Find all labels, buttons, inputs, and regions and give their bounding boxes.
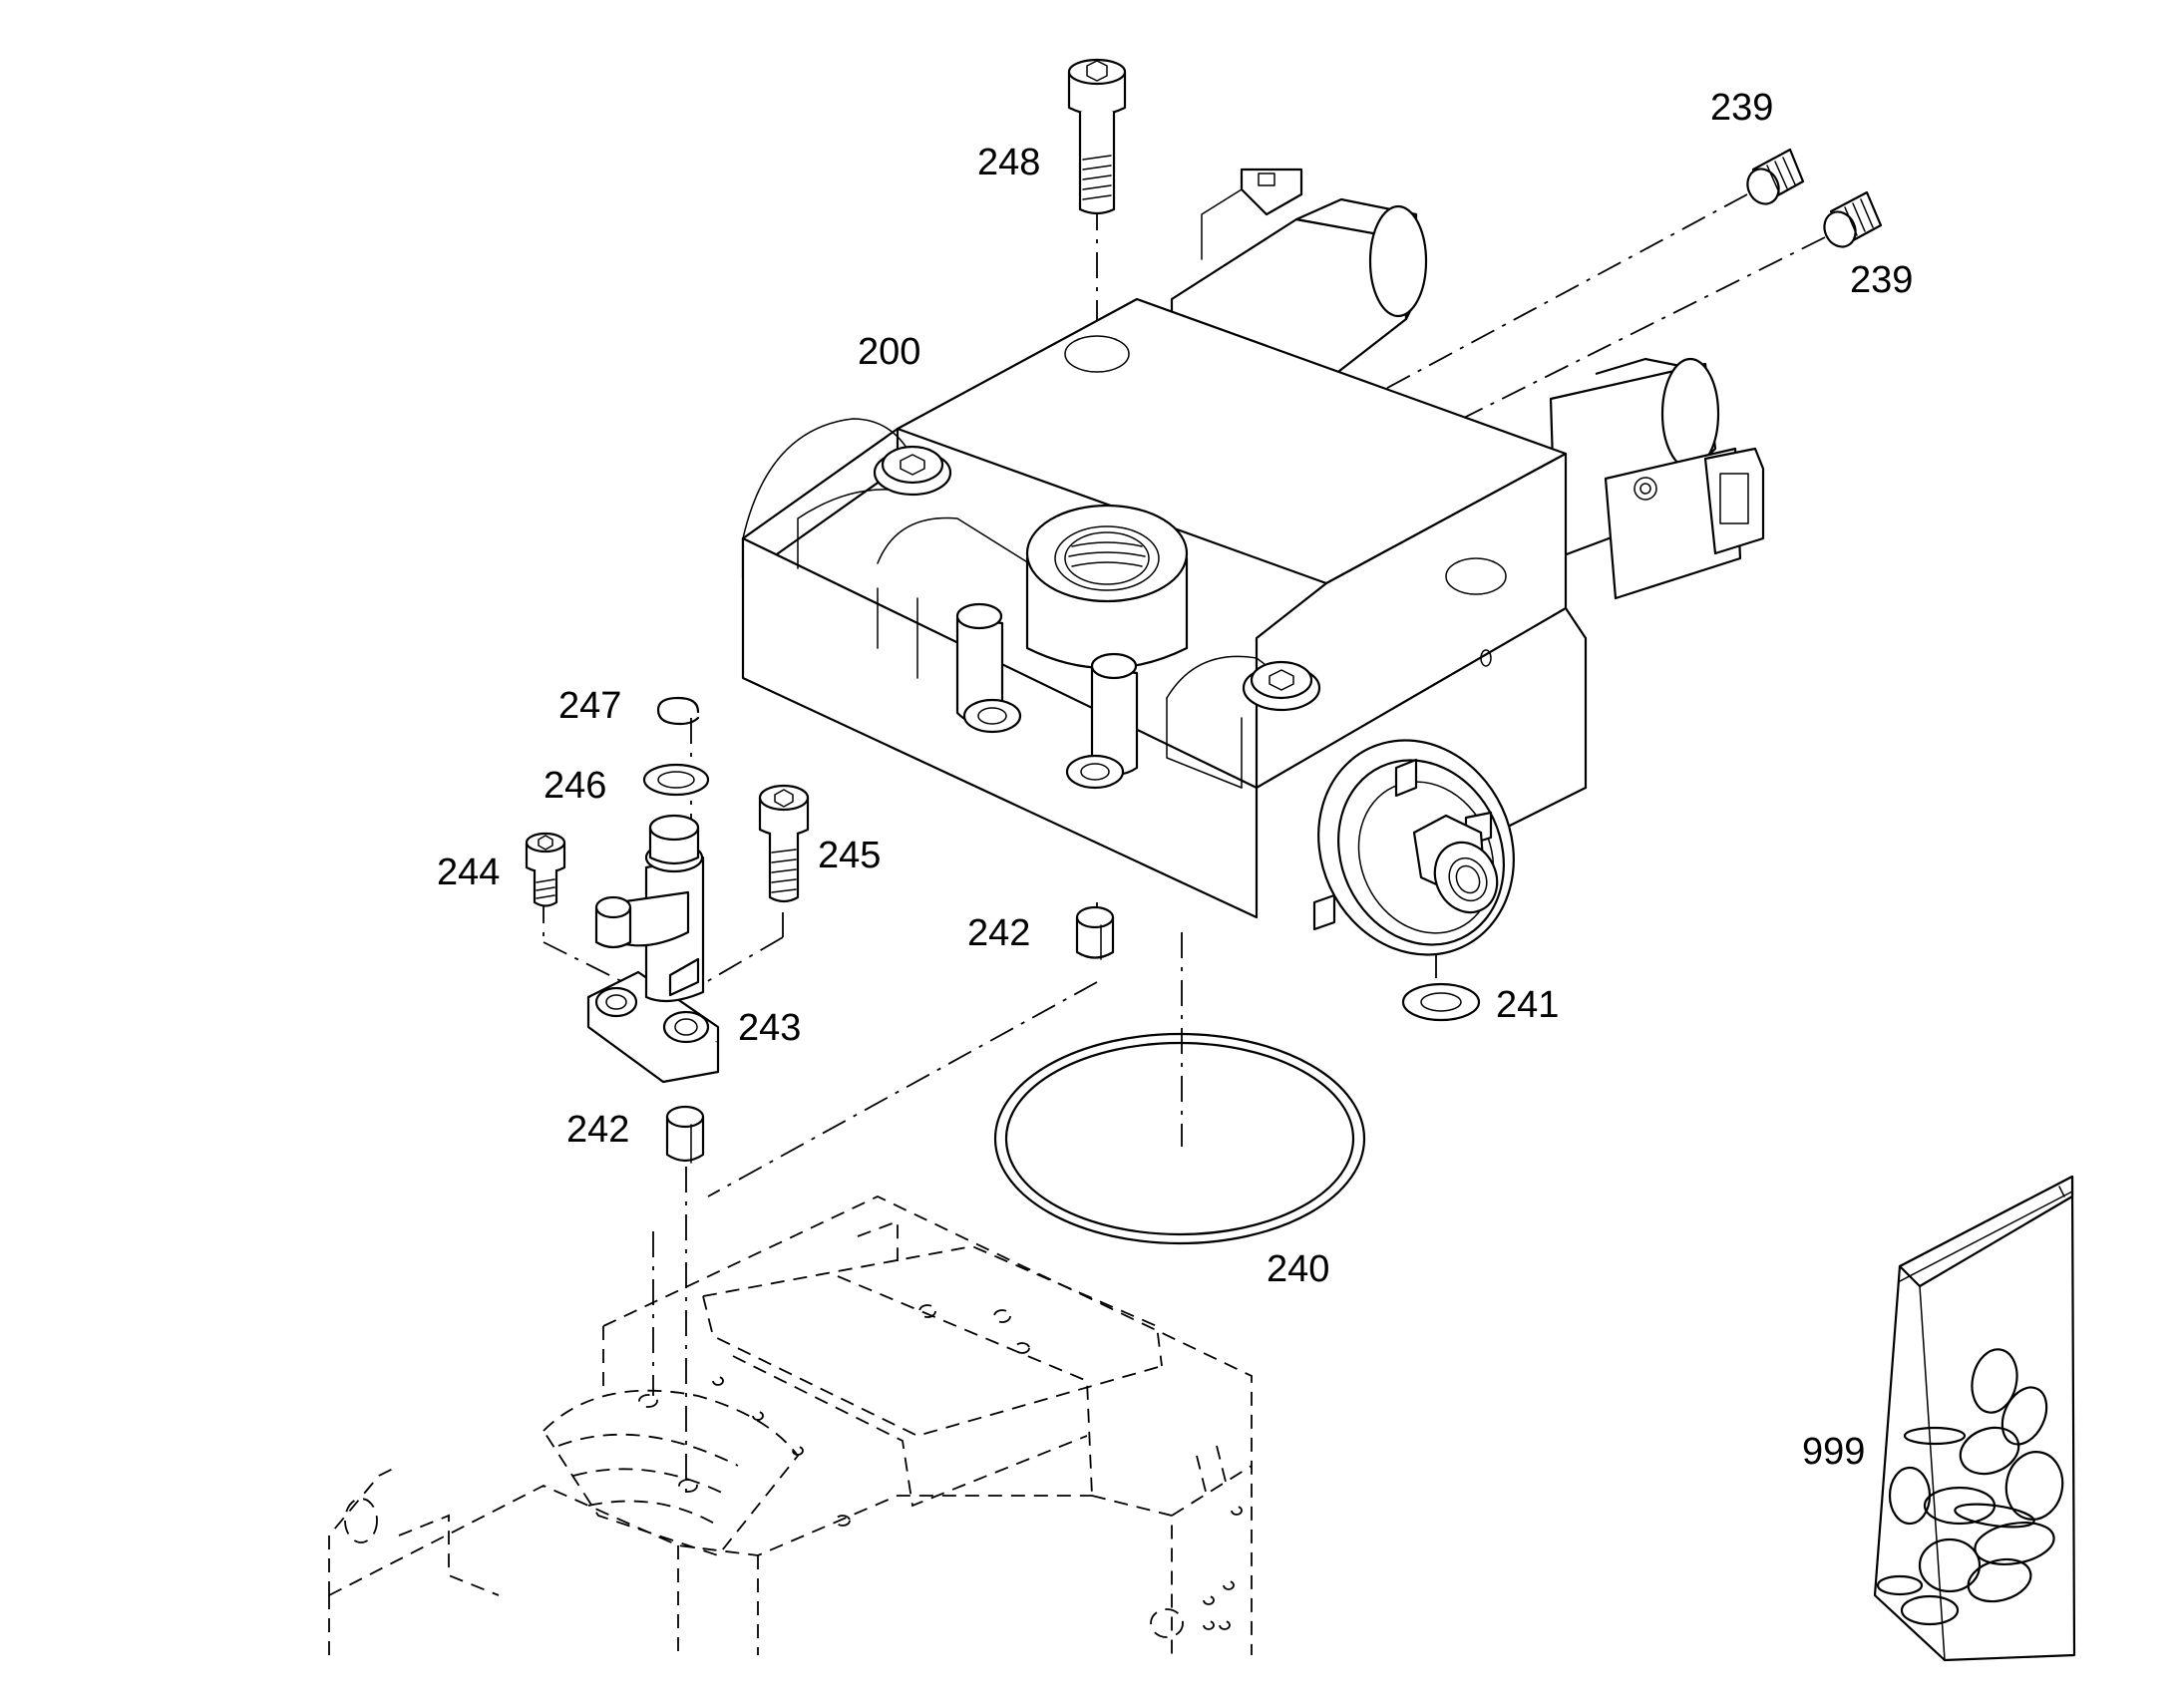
screw-245 <box>758 784 810 903</box>
callout-248: 248 <box>977 142 1040 183</box>
callout-239-upper: 239 <box>1710 87 1773 129</box>
callout-200: 200 <box>858 331 920 373</box>
screw-244 <box>525 832 566 907</box>
dowel-pin-242-upper <box>1075 905 1115 960</box>
dowel-pin-242-lower <box>665 1105 705 1164</box>
cap-screw-248 <box>1067 58 1127 215</box>
callout-245: 245 <box>818 835 881 876</box>
callout-243: 243 <box>738 1007 801 1049</box>
bracket-243 <box>586 814 720 1084</box>
callout-241: 241 <box>1496 984 1559 1026</box>
callout-labels: 239 239 248 200 247 246 244 245 242 243 … <box>437 87 1913 1473</box>
callout-247: 247 <box>558 685 621 727</box>
o-ring-240 <box>993 1032 1366 1245</box>
washer-241 <box>1401 982 1481 1022</box>
callout-246: 246 <box>544 765 606 807</box>
seal-kit-bag-999 <box>1873 1175 2076 1662</box>
assembly-center-lines <box>543 193 1826 1496</box>
circlip-247 <box>656 696 700 726</box>
plug-239-lower <box>1823 190 1883 248</box>
callout-242-lower: 242 <box>566 1109 629 1151</box>
callout-244: 244 <box>437 852 500 893</box>
washer-246 <box>642 763 710 797</box>
callout-239-lower: 239 <box>1850 259 1913 301</box>
callout-999: 999 <box>1802 1431 1865 1473</box>
plug-239-upper <box>1746 148 1805 205</box>
callout-242-upper: 242 <box>967 912 1030 954</box>
pump-housing-outline <box>328 1196 1253 1655</box>
valve-body-200 <box>741 168 1765 956</box>
callout-240: 240 <box>1267 1248 1329 1290</box>
